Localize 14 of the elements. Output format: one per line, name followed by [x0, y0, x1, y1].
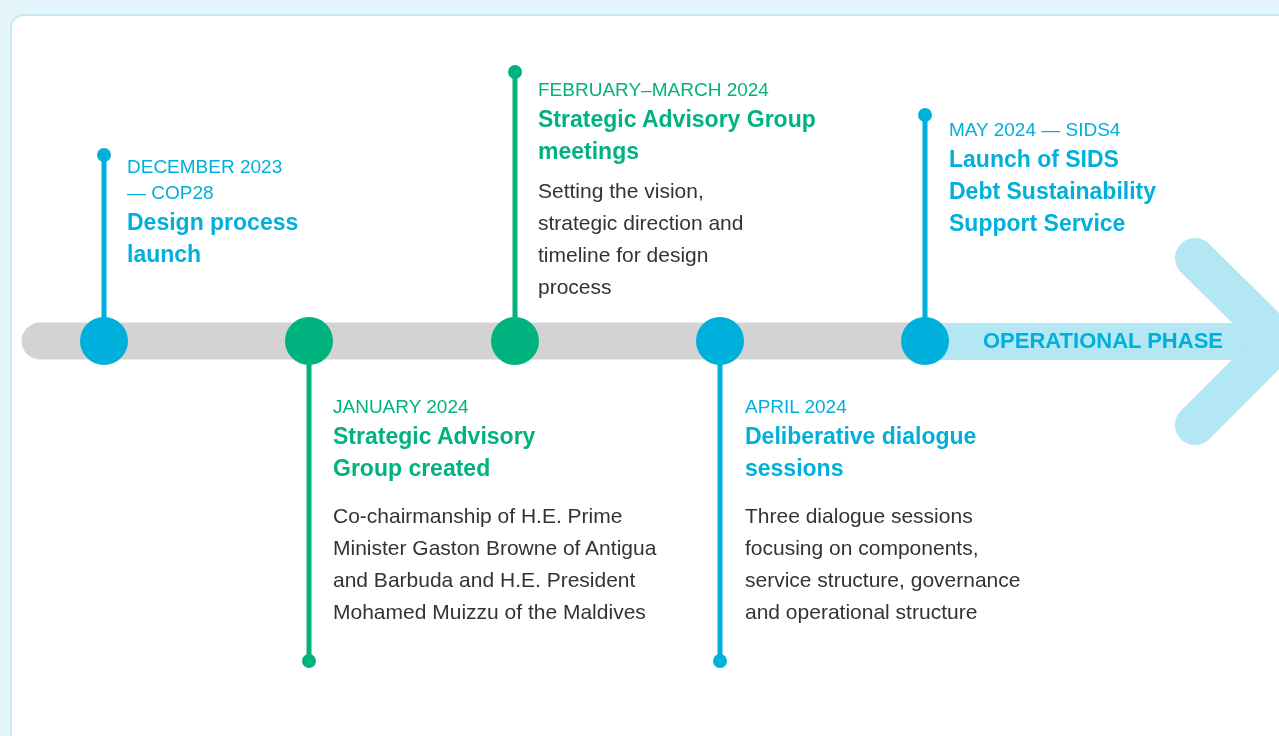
milestone-date: JANUARY 2024	[333, 395, 470, 419]
milestone-date: APRIL 2024	[745, 395, 848, 419]
milestone-title: Launch of SIDS Debt Sustainability Support Service	[949, 145, 1158, 238]
milestone-date: MAY 2024 — SIDS4	[949, 118, 1122, 142]
milestone-description: Co-chairmanship of H.E. Prime Minister Gaston Browne of Antigua and Barbuda and H.E. President Mohamed Muizzu of the Maldives	[333, 503, 658, 625]
milestone-title: Strategic Advisory Group meetings	[538, 105, 817, 166]
milestone-date: DECEMBER 2023 — COP28	[127, 155, 284, 205]
milestone-title: Design process launch	[127, 208, 300, 269]
milestone-date: FEBRUARY–MARCH 2024	[538, 78, 770, 102]
phase-label: OPERATIONAL PHASE	[983, 328, 1223, 354]
milestone-description: Three dialogue sessions focusing on components, service structure, governance and operational structure	[745, 503, 1022, 625]
milestone-description: Setting the vision, strategic direction and timeline for design process	[538, 178, 745, 300]
milestone-title: Deliberative dialogue sessions	[745, 422, 978, 483]
milestone-title: Strategic Advisory Group created	[333, 422, 537, 483]
